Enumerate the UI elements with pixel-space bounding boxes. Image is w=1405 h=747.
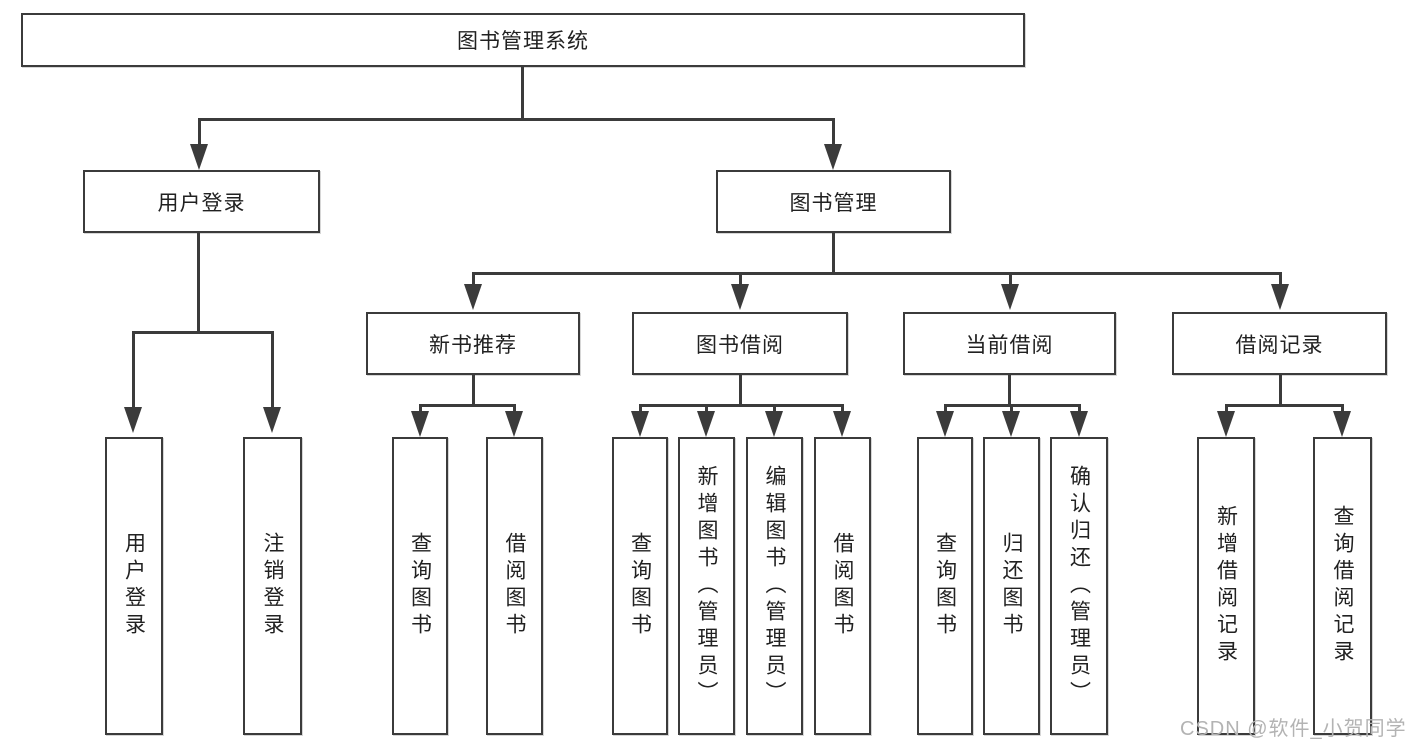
- leaf-current-confirm-return-admin: 确认归还（管理员）: [1050, 437, 1108, 735]
- connector-book-borrow-splitter: [639, 404, 843, 407]
- node-book-borrow-label: 图书借阅: [696, 333, 784, 357]
- node-current-borrow: 当前借阅: [903, 312, 1116, 375]
- arrow-down-icon: [765, 411, 783, 437]
- leaf-borrow-add-books-admin-label: 新增图书（管理员）: [695, 464, 718, 708]
- node-borrow-records: 借阅记录: [1172, 312, 1387, 375]
- connector-book-mgmt-stem: [832, 233, 835, 275]
- arrow-down-icon: [833, 411, 851, 437]
- leaf-current-confirm-return-admin-label: 确认归还（管理员）: [1067, 464, 1091, 708]
- arrow-down-icon: [1070, 411, 1088, 437]
- leaf-records-query-record-label: 查询借阅记录: [1331, 505, 1354, 667]
- connector-current-borrow-stem: [1008, 375, 1011, 407]
- leaf-newbook-borrow-books: 借阅图书: [486, 437, 543, 735]
- leaf-current-query-books: 查询图书: [917, 437, 973, 735]
- connector-new-book-stem: [472, 375, 475, 407]
- arrow-down-icon: [464, 284, 482, 310]
- connector-stub: [1341, 404, 1344, 413]
- node-user-login-label: 用户登录: [157, 191, 246, 215]
- arrow-down-icon: [505, 411, 523, 437]
- arrow-down-icon: [263, 407, 281, 433]
- connector-stub: [1010, 404, 1013, 413]
- arrow-down-icon: [1001, 284, 1019, 310]
- leaf-borrow-borrow-books-label: 借阅图书: [831, 532, 854, 640]
- node-root: 图书管理系统: [21, 13, 1025, 67]
- node-book-management-label: 图书管理: [789, 191, 878, 215]
- arrow-down-icon: [731, 284, 749, 310]
- node-book-management: 图书管理: [716, 170, 951, 233]
- leaf-logout: 注销登录: [243, 437, 302, 735]
- leaf-borrow-borrow-books: 借阅图书: [814, 437, 871, 735]
- connector-stub: [944, 404, 947, 413]
- arrow-down-icon: [124, 407, 142, 433]
- connector-user-login-stem: [197, 233, 200, 333]
- arrow-down-icon: [1271, 284, 1289, 310]
- leaf-newbook-borrow-books-label: 借阅图书: [503, 532, 526, 640]
- connector-stub: [1225, 404, 1228, 413]
- leaf-borrow-edit-books-admin: 编辑图书（管理员）: [746, 437, 803, 735]
- connector-stub: [1078, 404, 1081, 413]
- arrow-down-icon: [190, 144, 208, 170]
- connector-drop-book-borrow: [739, 272, 742, 286]
- connector-drop-login-leaf: [132, 331, 135, 409]
- connector-drop-borrow-records: [1279, 272, 1282, 286]
- connector-drop-logout-leaf: [271, 331, 274, 409]
- leaf-logout-label: 注销登录: [261, 532, 284, 640]
- connector-new-book-splitter: [419, 404, 516, 407]
- arrow-down-icon: [1002, 411, 1020, 437]
- connector-root-splitter: [198, 118, 835, 121]
- node-new-book-recommend: 新书推荐: [366, 312, 580, 375]
- leaf-newbook-query-books-label: 查询图书: [408, 532, 432, 640]
- connector-stub: [773, 404, 776, 413]
- connector-user-login-splitter: [132, 331, 274, 334]
- arrow-down-icon: [824, 144, 842, 170]
- connector-borrow-records-splitter: [1225, 404, 1344, 407]
- leaf-borrow-query-books-label: 查询图书: [628, 532, 652, 640]
- connector-root-stem: [521, 67, 524, 120]
- connector-drop-new-book: [472, 272, 475, 286]
- connector-stub: [705, 404, 708, 413]
- arrow-down-icon: [697, 411, 715, 437]
- connector-stub: [419, 404, 422, 413]
- leaf-records-add-record-label: 新增借阅记录: [1214, 505, 1238, 667]
- watermark: CSDN @软件_小贺同学: [1180, 718, 1405, 740]
- connector-book-mgmt-splitter: [472, 272, 1282, 275]
- connector-drop-current-borrow: [1009, 272, 1012, 286]
- connector-drop-user-login: [198, 118, 201, 146]
- leaf-borrow-add-books-admin: 新增图书（管理员）: [678, 437, 735, 735]
- leaf-borrow-edit-books-admin-label: 编辑图书（管理员）: [763, 464, 786, 708]
- arrow-down-icon: [1217, 411, 1235, 437]
- leaf-borrow-query-books: 查询图书: [612, 437, 668, 735]
- node-new-book-recommend-label: 新书推荐: [429, 333, 517, 357]
- arrow-down-icon: [1333, 411, 1351, 437]
- leaf-newbook-query-books: 查询图书: [392, 437, 448, 735]
- leaf-user-login-label: 用户登录: [122, 532, 146, 640]
- leaf-user-login: 用户登录: [105, 437, 163, 735]
- connector-book-borrow-stem: [739, 375, 742, 407]
- arrow-down-icon: [631, 411, 649, 437]
- connector-stub: [841, 404, 844, 413]
- leaf-records-query-record: 查询借阅记录: [1313, 437, 1372, 735]
- node-root-label: 图书管理系统: [457, 30, 589, 53]
- connector-stub: [513, 404, 516, 413]
- node-book-borrow: 图书借阅: [632, 312, 848, 375]
- connector-borrow-records-stem: [1279, 375, 1282, 407]
- leaf-current-return-books-label: 归还图书: [1000, 532, 1023, 640]
- leaf-current-return-books: 归还图书: [983, 437, 1040, 735]
- node-borrow-records-label: 借阅记录: [1235, 333, 1324, 357]
- node-user-login: 用户登录: [83, 170, 320, 233]
- arrow-down-icon: [936, 411, 954, 437]
- connector-stub: [639, 404, 642, 413]
- leaf-records-add-record: 新增借阅记录: [1197, 437, 1255, 735]
- connector-drop-book-mgmt: [832, 118, 835, 146]
- arrow-down-icon: [411, 411, 429, 437]
- node-current-borrow-label: 当前借阅: [965, 333, 1054, 357]
- leaf-current-query-books-label: 查询图书: [933, 532, 957, 640]
